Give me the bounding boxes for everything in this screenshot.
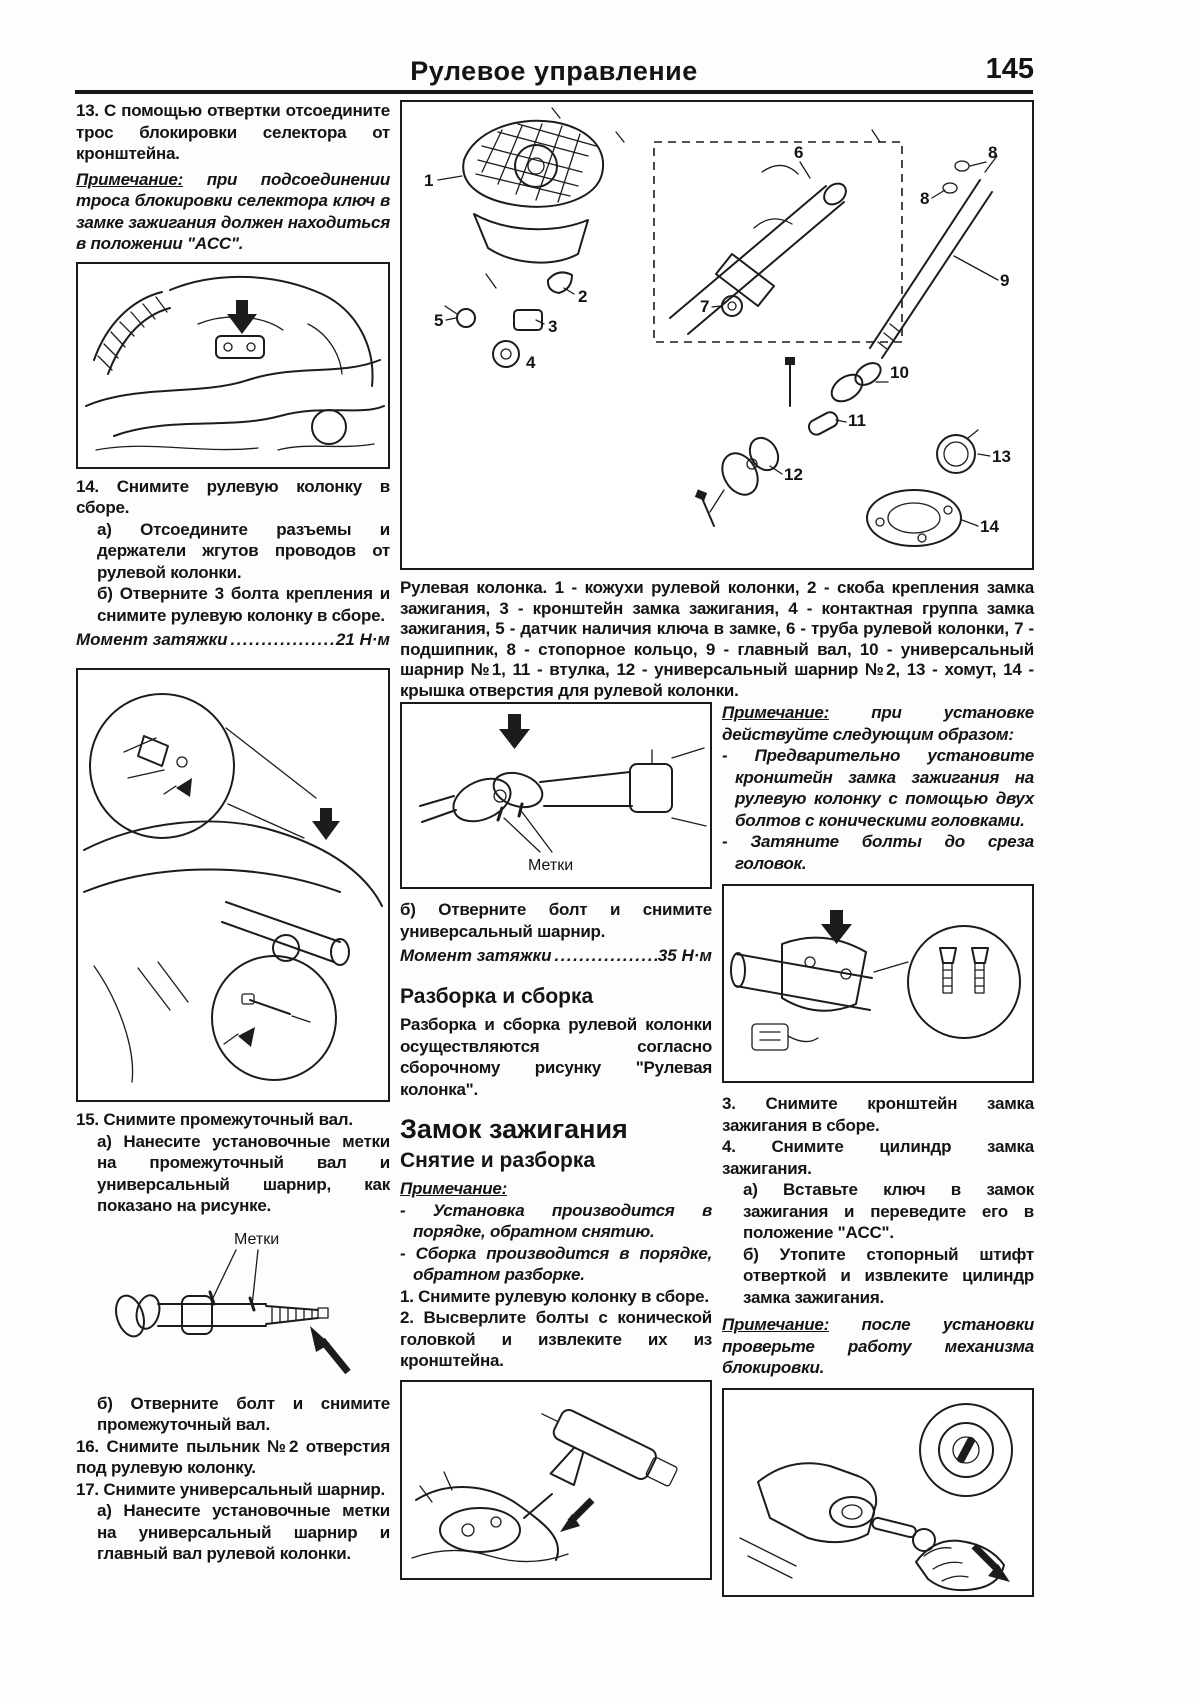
figure-column-under-dash: [76, 668, 390, 1102]
heading-removal-disassembly: Снятие и разборка: [400, 1149, 596, 1172]
figure-universal-joint: Метки: [400, 702, 712, 889]
note-install-2: - Затяните болты до среза головок.: [722, 832, 1034, 873]
down-arrow-icon: [821, 910, 852, 944]
torque-leader: ........................................…: [230, 630, 336, 649]
part-number-13: 13: [992, 447, 1011, 466]
step-14b: б) Отверните 3 болта крепления и снимите…: [97, 584, 390, 625]
part-number-6: 6: [794, 143, 803, 162]
heading-disassembly: Разборка и сборка: [400, 985, 594, 1008]
step-joint-b: б) Отверните болт и снимите универсальны…: [400, 900, 712, 941]
torque-spec-35: Момент затяжки..........................…: [400, 945, 712, 967]
note-install-order-2: - Сборка производится в порядке, обратно…: [400, 1243, 712, 1285]
para-disassembly: Разборка и сборка рулевой колонки осущес…: [400, 1015, 712, 1099]
step-13: 13. С помощью отвертки отсоедините трос …: [76, 101, 390, 163]
part-number-4: 4: [526, 353, 536, 372]
torque-spec-21: Момент затяжки..........................…: [76, 629, 390, 651]
middle-column: Метки б) Отверните болт и снимите универ…: [400, 702, 712, 1596]
note-label: Примечание:: [722, 703, 829, 722]
note-label: Примечание:: [722, 1315, 829, 1334]
part-number-7: 7: [700, 297, 709, 316]
engine-bay-drawing: [85, 275, 385, 451]
column-under-dash-drawing: [83, 693, 383, 1083]
callout-arrow-icon: [238, 1027, 255, 1047]
part-clamp-cover: 13 14: [866, 129, 1011, 547]
part-number-8b: 8: [920, 189, 929, 208]
step-2: 2. Высверлите болты с конической головко…: [400, 1308, 712, 1370]
header-rule: [75, 90, 1033, 94]
step-16: 16. Снимите пыльник №2 отверстия под рул…: [76, 1436, 390, 1478]
step-4: 4. Снимите цилиндр замка зажигания.: [722, 1137, 1034, 1178]
note-intro: при установке действуйте следующим образ…: [722, 703, 1034, 744]
part-main-shaft: 8 8 9: [869, 143, 1009, 359]
page-number: 145: [985, 53, 1034, 85]
figure-drill-bolts: [400, 1379, 712, 1580]
step-17: 17. Снимите универсальный шарнир.: [76, 1479, 386, 1499]
step-4b: б) Утопите стопорный штифт отверткой и и…: [743, 1244, 1034, 1307]
key-slot-icon: [956, 1436, 976, 1463]
exploded-caption: Рулевая колонка. 1 - кожухи рулевой коло…: [400, 578, 1034, 700]
step-15: 15. Снимите промежуточный вал.: [76, 1110, 353, 1129]
part-number-5: 5: [434, 311, 443, 330]
lock-bracket-drawing: [730, 910, 1021, 1051]
note-install-order-1: - Установка производится в порядке, обра…: [400, 1200, 712, 1242]
note-install: Примечание: при установке действуйте сле…: [722, 702, 1034, 745]
part-column-tube: 6 7: [653, 141, 903, 343]
down-arrow-icon: [312, 808, 340, 840]
part-number-8a: 8: [988, 143, 997, 162]
heading-ignition-lock: Замок зажигания: [400, 1114, 628, 1144]
step-15a: а) Нанесите установочные метки на промеж…: [97, 1131, 390, 1216]
part-number-14: 14: [980, 517, 999, 536]
step-4a: а) Вставьте ключ в замок зажигания и пер…: [743, 1180, 1034, 1242]
page-title: Рулевое управление: [410, 56, 698, 86]
note-label-middle: Примечание:: [400, 1178, 712, 1200]
right-column: Примечание: при установке действуйте сле…: [722, 702, 1034, 1613]
part-lower-joints: 10 11 12: [694, 357, 909, 527]
figure-intermediate-shaft: Метки: [86, 1222, 376, 1390]
universal-joint-drawing: Метки: [419, 714, 707, 874]
note-label: Примечание:: [400, 1179, 507, 1198]
bold-arrow-icon: [971, 1543, 1001, 1572]
step-1: 1. Снимите рулевую колонку в сборе.: [400, 1286, 709, 1306]
steering-column-exploded-drawing: 1 2 3 4 5: [424, 107, 1011, 547]
figure-engine-bay: [76, 261, 390, 469]
part-number-11: 11: [848, 411, 866, 430]
note-body: после установки проверьте работу механиз…: [722, 1315, 1034, 1377]
step-15b: б) Отверните болт и снимите промежуточны…: [97, 1393, 390, 1435]
down-arrow-icon: [227, 299, 257, 334]
step-14a: а) Отсоедините разъемы и держатели жгуто…: [97, 519, 390, 582]
part-covers: 1: [424, 107, 625, 264]
part-number-10: 10: [890, 363, 909, 382]
note-label: Примечание:: [76, 169, 183, 189]
note-selector-cable: Примечание: при подсоединении троса блок…: [76, 169, 390, 255]
figure-steering-column-exploded: 1 2 3 4 5: [400, 100, 1034, 570]
part-number-9: 9: [1000, 271, 1009, 290]
torque-leader: ........................................…: [554, 946, 658, 965]
part-number-3: 3: [548, 317, 557, 336]
part-number-2: 2: [578, 287, 587, 306]
torque-value: 35 Н·м: [657, 946, 712, 965]
note-check-lock: Примечание: после установки проверьте ра…: [722, 1314, 1034, 1379]
marks-label: Метки: [234, 1231, 279, 1248]
intermediate-shaft-drawing: Метки: [115, 1231, 351, 1374]
torque-label: Момент затяжки: [76, 630, 228, 649]
note-body: при подсоединении троса блокировки селек…: [76, 169, 390, 254]
step-17a: а) Нанесите установочные метки на универ…: [97, 1501, 390, 1563]
part-number-12: 12: [784, 465, 803, 484]
down-arrow-icon: [499, 714, 530, 749]
key-cylinder-drawing: [739, 1402, 1013, 1591]
part-small-cluster: 2 3 4 5: [434, 271, 587, 372]
figure-key-cylinder: [722, 1387, 1034, 1597]
step-3: 3. Снимите кронштейн замка зажигания в с…: [722, 1094, 1034, 1135]
torque-label: Момент затяжки: [400, 946, 552, 965]
figure-lock-bracket: [722, 884, 1034, 1083]
note-install-1: - Предварительно установите кронштейн за…: [722, 746, 1034, 830]
left-column: 13. С помощью отвертки отсоедините трос …: [76, 100, 390, 1565]
step-14: 14. Снимите рулевую колонку в сборе.: [76, 476, 390, 518]
part-number-1: 1: [424, 171, 433, 190]
drill-bolts-drawing: [411, 1408, 678, 1562]
torque-value: 21 Н·м: [335, 630, 390, 649]
marks-label: Метки: [528, 857, 573, 874]
callout-arrow-icon: [176, 778, 192, 797]
